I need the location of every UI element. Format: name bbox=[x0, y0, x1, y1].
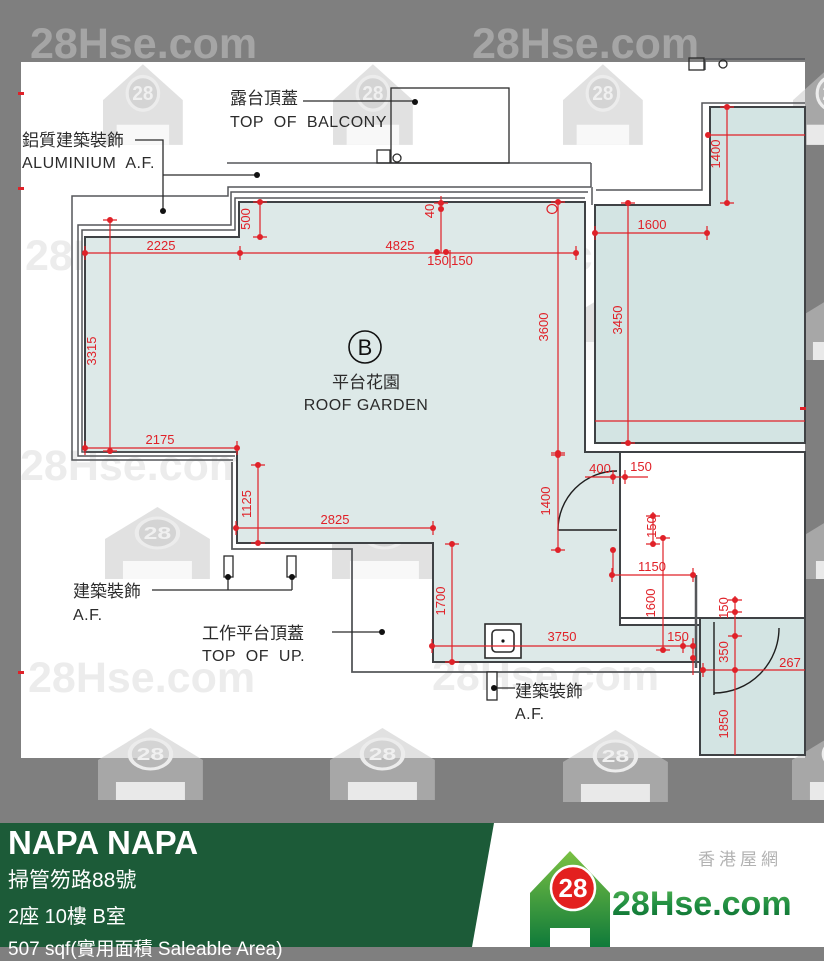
dim-1700: 1700 bbox=[433, 587, 448, 616]
door-swings bbox=[557, 470, 780, 695]
plan-areas bbox=[84, 106, 806, 756]
watermark-text: 28Hse.com bbox=[30, 20, 257, 68]
dim-4825: 4825 bbox=[386, 238, 415, 253]
af-left-label-en: A.F. bbox=[73, 607, 103, 624]
dim-150: 150 bbox=[427, 253, 449, 268]
dim-150: 150 bbox=[644, 516, 659, 538]
estate-name: NAPA NAPA bbox=[8, 824, 199, 861]
leader-lines bbox=[135, 100, 515, 689]
dim-1150: 1150 bbox=[638, 559, 666, 574]
dim-267: 267 bbox=[779, 655, 801, 670]
unit-badge: B 平台花園 ROOF GARDEN bbox=[304, 330, 429, 414]
door-arc bbox=[713, 622, 780, 695]
brand-number: 28 bbox=[559, 873, 588, 903]
af-left-label-zh: 建築裝飾 bbox=[73, 582, 141, 601]
dim-2175: 2175 bbox=[146, 432, 175, 447]
dim-2225: 2225 bbox=[147, 238, 176, 253]
dim-150: 150 bbox=[451, 253, 473, 268]
up-label-en: TOP OF UP. bbox=[202, 648, 305, 665]
dim-1850: 1850 bbox=[716, 710, 731, 739]
dim-1600: 1600 bbox=[638, 217, 667, 232]
aluminium-label-en: ALUMINIUM A.F. bbox=[22, 155, 155, 172]
28hse-house-icon: 28 bbox=[530, 851, 610, 947]
brand-logo: 28 28Hse.com 香港屋網 bbox=[530, 850, 792, 947]
brand-name: 28Hse.com bbox=[612, 885, 792, 923]
dim-150: 150 bbox=[716, 597, 731, 619]
door-arc bbox=[557, 470, 618, 531]
footer-bar: NAPA NAPA 掃管笏路88號 2座 10樓 B室 507 sqf(實用面積… bbox=[0, 823, 824, 960]
area-name-en: ROOF GARDEN bbox=[304, 397, 429, 414]
area-name-zh: 平台花園 bbox=[332, 373, 400, 392]
footer-text-block: NAPA NAPA 掃管笏路88號 2座 10樓 B室 507 sqf(實用面積… bbox=[8, 824, 283, 961]
dim-3315: 3315 bbox=[84, 337, 99, 366]
dim-1400: 1400 bbox=[708, 140, 723, 169]
dim-150: 150 bbox=[630, 459, 652, 474]
dim-3750: 3750 bbox=[548, 629, 577, 644]
dimension-labels: 2225 4825 500 3315 2175 1125 2825 40 150… bbox=[84, 140, 801, 739]
annotation-labels: 露台頂蓋 TOP OF BALCONY 鋁質建築裝飾 ALUMINIUM A.F… bbox=[22, 89, 583, 723]
watermark-text: 28Hse.com bbox=[28, 654, 255, 702]
dim-3600: 3600 bbox=[536, 313, 551, 342]
unit-info: 2座 10樓 B室 bbox=[8, 906, 126, 929]
estate-address: 掃管笏路88號 bbox=[8, 869, 137, 893]
dim-3450: 3450 bbox=[610, 306, 625, 335]
balcony-label-en: TOP OF BALCONY bbox=[230, 114, 387, 131]
dimension-dots bbox=[18, 92, 806, 674]
dim-150: 150 bbox=[667, 629, 689, 644]
aluminium-label-zh: 鋁質建築裝飾 bbox=[22, 131, 124, 150]
leader-dots bbox=[160, 99, 505, 691]
unit-letter: B bbox=[358, 335, 373, 360]
dim-2825: 2825 bbox=[321, 512, 350, 527]
dim-1600: 1600 bbox=[643, 589, 658, 618]
up-label-zh: 工作平台頂蓋 bbox=[202, 624, 304, 643]
dim-1400: 1400 bbox=[538, 487, 553, 516]
dim-400: 400 bbox=[589, 461, 611, 476]
brand-tagline: 香港屋網 bbox=[698, 850, 782, 869]
dim-1125: 1125 bbox=[239, 490, 254, 518]
saleable-area: 507 sqf(實用面積 Saleable Area) bbox=[8, 939, 283, 961]
af-bottom-label-en: A.F. bbox=[515, 706, 545, 723]
lower-right-area bbox=[699, 617, 806, 756]
dim-350: 350 bbox=[716, 641, 731, 663]
balcony-label-zh: 露台頂蓋 bbox=[230, 89, 298, 108]
floor-plan-canvas: 28 28Hse.com 28Hse.com 28Hse.com 28Hse.c… bbox=[18, 20, 824, 805]
dim-40: 40 bbox=[422, 204, 437, 218]
dim-500: 500 bbox=[238, 208, 253, 230]
adjacent-unit-area bbox=[594, 106, 806, 444]
watermark-text: 28Hse.com bbox=[472, 20, 699, 68]
af-bottom-label-zh: 建築裝飾 bbox=[515, 682, 583, 701]
